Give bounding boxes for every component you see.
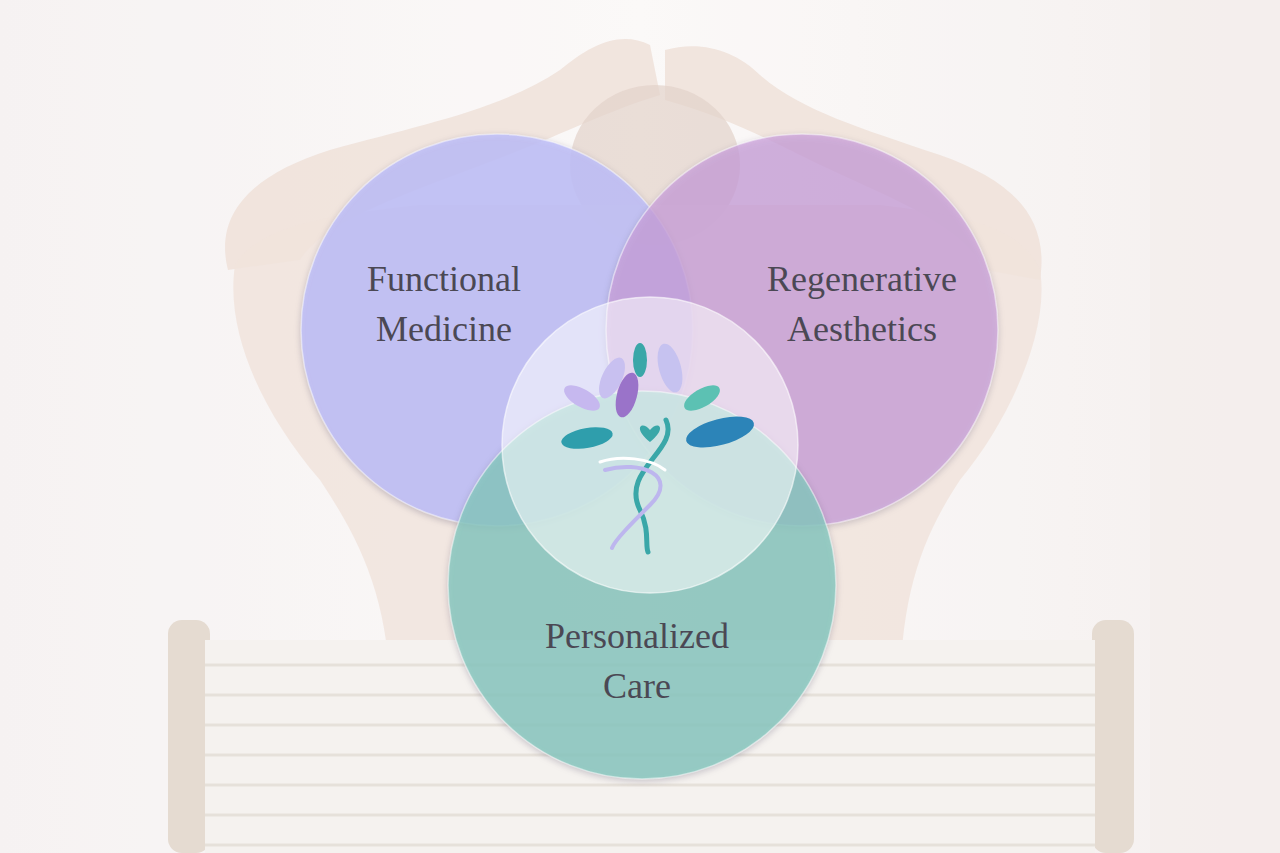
venn-circle: Personalized Care bbox=[447, 390, 837, 780]
circle-label: Personalized Care bbox=[512, 611, 762, 711]
circle-outline bbox=[447, 390, 837, 780]
circle-label: Functional Medicine bbox=[319, 254, 569, 354]
circle-label: Regenerative Aesthetics bbox=[737, 254, 987, 354]
